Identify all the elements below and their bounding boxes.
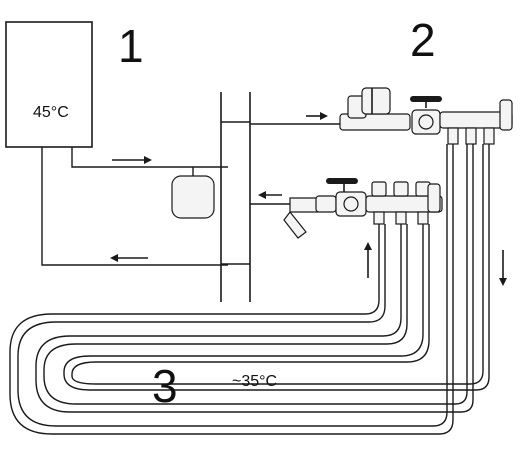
manifold-number: 2 [410,14,436,66]
return-outlet [373,211,385,225]
return-outlet-valve [371,181,387,197]
boiler-supply-pipe [71,147,228,168]
boiler-body [5,21,93,148]
loop-pipe [9,144,454,435]
ball-valve-icon [410,96,442,135]
supply-outlet [483,127,495,145]
ball-valve-icon [326,178,367,217]
boiler-number: 1 [118,20,144,72]
boiler-return-pipe [41,147,228,266]
loop-pipe [63,144,490,391]
expansion-tank-icon [171,167,215,219]
boiler: 45°C [5,21,93,148]
floor-loop-number: 3 [152,360,178,412]
circulation-pump-icon [347,87,391,119]
supply-manifold [339,87,513,145]
supply-outlet [447,127,459,145]
return-manifold [283,178,443,239]
return-outlet-valve [393,181,409,197]
arrow-icon [306,112,328,120]
supply-outlet [465,127,477,145]
loop-pipe [35,144,474,413]
loop-pipe [17,144,448,427]
return-outlet [395,211,407,225]
floor-temperature: ~35°C [232,373,277,390]
return-outlet [417,211,429,225]
loop-pipe [43,144,468,405]
boiler-temperature: 45°C [33,104,69,121]
arrow-icon [364,242,372,278]
arrow-icon [110,254,148,262]
hydraulic-separator [220,92,251,302]
arrow-icon [499,250,507,286]
strainer-icon [283,197,319,239]
air-vent-icon [427,183,441,213]
loop-pipe [71,144,484,385]
boiler-pipes [41,147,228,266]
return-pipe-fitting [315,195,337,213]
underfloor-loop [9,144,490,435]
air-vent-icon [499,99,513,131]
arrow-icon [258,191,282,199]
arrow-icon [112,156,152,164]
